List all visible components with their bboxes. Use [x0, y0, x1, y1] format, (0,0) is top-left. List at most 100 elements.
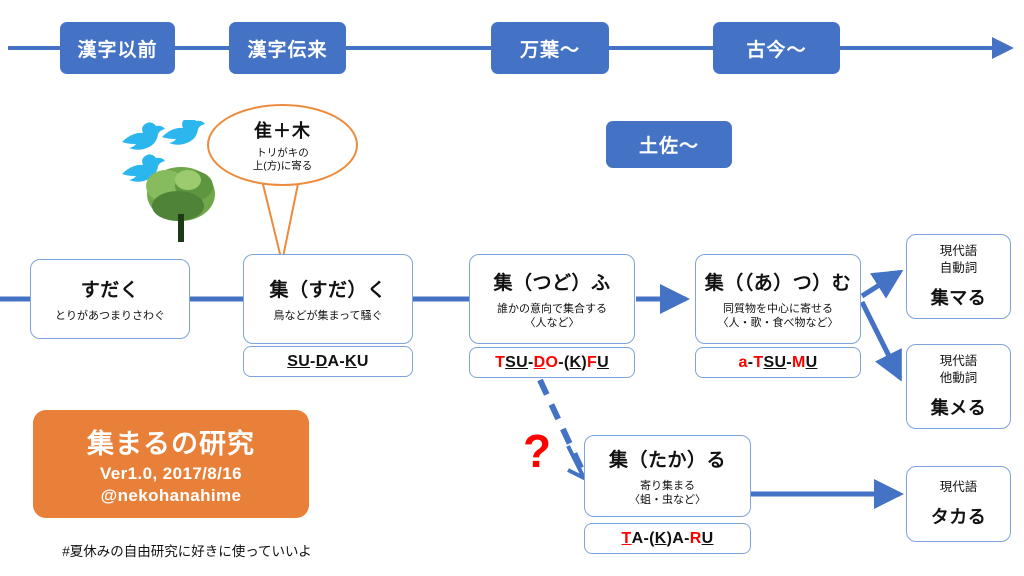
speech-bubble-kanji-origin: 隹＋木 トリがキの 上(方)に寄る	[207, 104, 358, 186]
question-mark-icon: ?	[523, 425, 552, 477]
result-category-line2: 自動詞	[939, 260, 978, 275]
romaji-segment: A	[631, 529, 644, 547]
romaji-segment: R	[689, 529, 702, 547]
result-takaru[interactable]: 現代語タカる	[906, 466, 1011, 542]
timeline-box-3[interactable]: 古今〜	[713, 22, 840, 74]
arrow-dashed-head-icon	[566, 445, 589, 483]
romaji-segment: T	[621, 529, 632, 547]
bird-icon	[122, 120, 205, 182]
result-word: タカる	[930, 507, 987, 528]
romaji-segment: K	[569, 353, 582, 371]
title-card-handle: @nekohanahime	[100, 486, 242, 505]
romaji-segment: D	[315, 352, 328, 370]
timeline-box-2[interactable]: 万葉〜	[491, 22, 609, 74]
romaji-segment: M	[791, 353, 806, 371]
romaji-segment: )	[666, 529, 673, 547]
romaji-segment: O	[545, 353, 559, 371]
title-card-title: 集まるの研究	[87, 429, 255, 459]
card-shu-sudaku[interactable]: 集（すだ）く鳥などが集まって騒ぐ	[243, 254, 413, 344]
romaji-segment: T	[495, 353, 506, 371]
card-tsudofu[interactable]: 集（つど）ふ誰かの意向で集合する〈人など〉	[469, 254, 635, 344]
result-atsumeru[interactable]: 現代語他動詞集メる	[906, 344, 1011, 429]
result-word: 集マる	[930, 288, 987, 309]
era-tag-tosa[interactable]: 土佐〜	[606, 121, 732, 168]
word-description-line2: 〈蛆・虫など〉	[629, 494, 706, 506]
title-card-version: Ver1.0, 2017/8/16	[100, 464, 242, 483]
era-tag-label: 土佐〜	[638, 136, 699, 157]
word-description-line1: とりがあつまりさわぐ	[55, 309, 165, 322]
romaji-segment: a	[738, 353, 748, 371]
timeline-box-1[interactable]: 漢字伝来	[229, 22, 346, 74]
romaji-segment: A	[327, 352, 340, 370]
timeline-arrow-icon	[992, 37, 1014, 59]
timeline-box-label: 古今〜	[746, 39, 807, 61]
card-atsumu[interactable]: 集（（あ）つ）む同質物を中心に寄せる〈人・歌・食べ物など〉	[695, 254, 861, 344]
word-description-line1: 誰かの意向で集合する	[497, 302, 607, 315]
result-atsumaru[interactable]: 現代語自動詞集マる	[906, 234, 1011, 319]
romaji-segment: -	[747, 353, 754, 371]
timeline-box-label: 漢字以前	[77, 39, 158, 61]
result-category-line1: 現代語	[939, 243, 978, 258]
arrow-atsumu-to-atsumeru	[859, 300, 903, 382]
romaji-segment: F	[586, 353, 598, 371]
word-description: とりがあつまりさわぐ	[55, 309, 165, 323]
word-description: 同質物を中心に寄せる〈人・歌・食べ物など〉	[718, 302, 839, 331]
word-description-line2: 〈人・歌・食べ物など〉	[717, 317, 839, 329]
title-card: 集まるの研究 Ver1.0, 2017/8/16 @nekohanahime	[33, 410, 309, 518]
romaji-segment: U	[701, 529, 714, 547]
bubble-sub-line2: 上(方)に寄る	[252, 160, 313, 172]
romaji-segment: T	[753, 353, 764, 371]
romaji-segment: D	[533, 353, 546, 371]
word-description-line1: 鳥などが集まって騒ぐ	[273, 309, 383, 322]
romaji-segment: K	[654, 529, 667, 547]
word-description-line1: 同質物を中心に寄せる	[723, 302, 833, 315]
word-title: 集（（あ）つ）む	[704, 272, 852, 294]
word-title: すだく	[80, 279, 140, 301]
word-title: 集（すだ）く	[269, 279, 387, 301]
timeline-box-label: 万葉〜	[519, 39, 580, 61]
word-title: 集（たか）る	[608, 449, 726, 471]
card-takaru[interactable]: 集（たか）る寄り集まる〈蛆・虫など〉	[584, 435, 751, 517]
bubble-sub-line1: トリがキの	[256, 147, 309, 160]
romaji-segment: -(	[558, 353, 570, 371]
romaji-segment: )	[581, 353, 587, 371]
card-sudaku[interactable]: すだくとりがあつまりさわぐ	[30, 259, 190, 339]
word-description: 誰かの意向で集合する〈人など〉	[497, 302, 607, 331]
romaji-segment: K	[345, 352, 357, 370]
result-category-line2: 他動詞	[939, 370, 978, 385]
romaji-segment: -	[310, 352, 316, 370]
bubble-sub-text: トリがキの 上(方)に寄る	[253, 147, 313, 173]
result-category: 現代語自動詞	[940, 243, 978, 277]
result-word: 集メる	[930, 398, 987, 419]
arrow-atsumu-to-atsumaru	[860, 269, 904, 299]
word-title: 集（つど）ふ	[493, 272, 611, 294]
romaji-segment: U	[597, 353, 609, 371]
romaji-segment: U	[356, 352, 369, 370]
timeline-box-0[interactable]: 漢字以前	[60, 22, 175, 74]
romaji-segment: SU	[763, 353, 787, 371]
romaji-segment: -	[786, 353, 792, 371]
result-category-line1: 現代語	[939, 353, 978, 368]
word-description: 寄り集まる〈蛆・虫など〉	[629, 479, 706, 508]
word-description: 鳥などが集まって騒ぐ	[273, 309, 382, 323]
result-category: 現代語他動詞	[940, 353, 978, 387]
result-category-line1: 現代語	[939, 479, 978, 494]
word-description-line1: 寄り集まる	[640, 479, 695, 492]
romaji-segment: SU	[505, 353, 528, 371]
romaji-segment: -	[527, 353, 534, 371]
timeline-box-label: 漢字伝来	[247, 39, 328, 61]
romaji-segment: A	[672, 529, 685, 547]
romaji-segment: -	[684, 529, 690, 547]
birds-and-tree-illustration	[122, 120, 215, 242]
hashtag-caption: #夏休みの自由研究に好きに使っていいよ	[62, 544, 312, 559]
tree-icon	[146, 167, 215, 242]
word-description-line2: 〈人など〉	[524, 317, 580, 329]
romaji-segment: SU	[287, 352, 311, 370]
romaji-segment: -	[339, 352, 346, 370]
bubble-main-text: 隹＋木	[254, 121, 311, 142]
